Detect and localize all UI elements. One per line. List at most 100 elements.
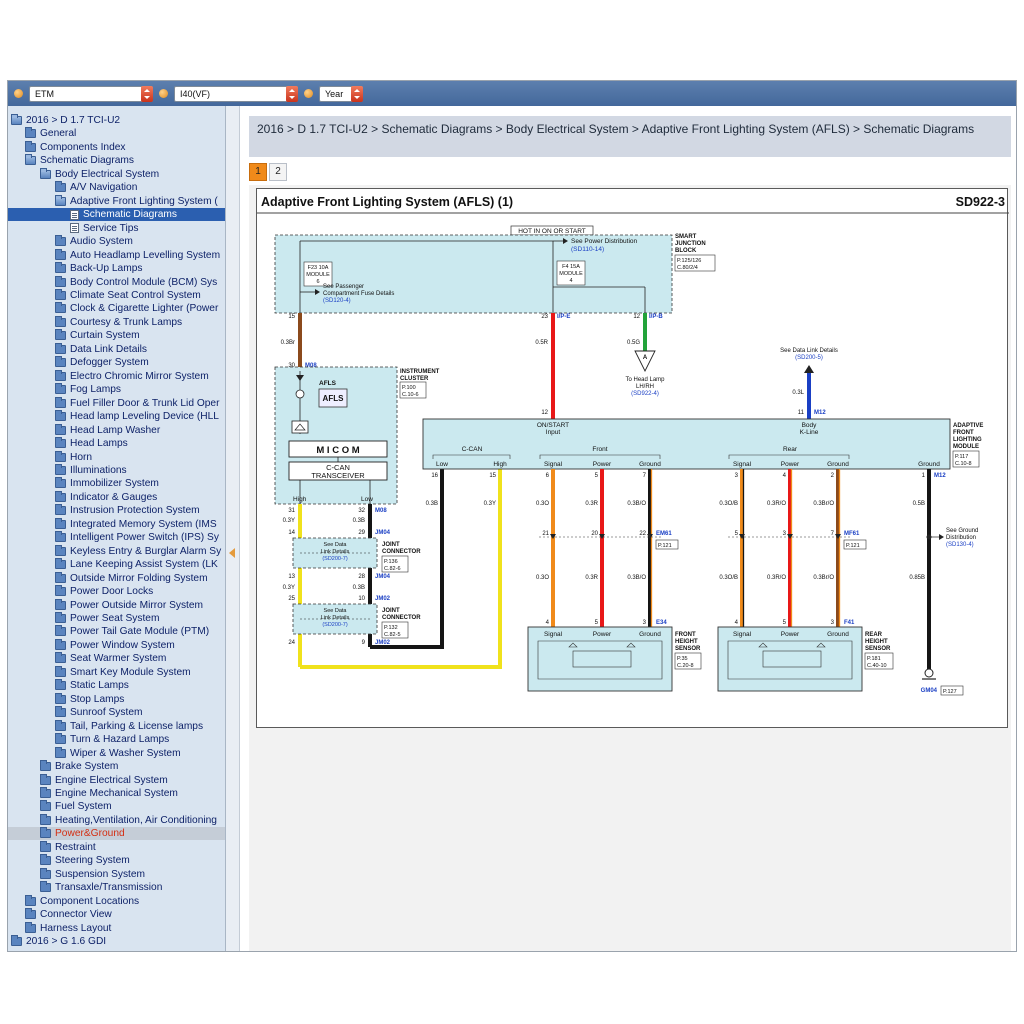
folder-icon <box>55 383 66 395</box>
wire-label: 0.3Br/O <box>813 501 834 507</box>
tree-item[interactable]: Courtesy & Trunk Lamps <box>55 315 225 329</box>
tree-item[interactable]: Integrated Memory System (IMS <box>55 517 225 531</box>
joint2-see-2: Link Details <box>321 615 350 621</box>
collapse-arrow-icon[interactable] <box>229 548 235 558</box>
tree-item[interactable]: Service Tips <box>70 222 225 235</box>
tree-item[interactable]: Engine Mechanical System <box>40 787 225 800</box>
tree-item[interactable]: Outside Mirror Folding System <box>55 571 225 585</box>
year-circle-icon <box>304 89 313 98</box>
tree-item[interactable]: Turn & Hazard Lamps <box>55 733 225 746</box>
pin-label: 1 <box>922 473 926 479</box>
tree-item[interactable]: Indicator & Gauges <box>55 490 225 504</box>
tree-item[interactable]: A/V Navigation <box>55 181 225 194</box>
tree-item[interactable]: Clock & Cigarette Lighter (Power <box>55 302 225 315</box>
afls-indicator-icon <box>318 388 348 408</box>
tree-item[interactable]: Curtain System <box>55 329 225 342</box>
tree-item[interactable]: Horn <box>55 450 225 464</box>
pin-label: 25 <box>288 596 295 602</box>
tree-item[interactable]: Auto Headlamp Levelling System <box>55 248 225 262</box>
tree-item[interactable]: 2016 > D 1.7 TCI-U2 <box>11 114 225 127</box>
tree-item[interactable]: Smart Key Module System <box>55 665 225 679</box>
tree-item[interactable]: Electro Chromic Mirror System <box>55 369 225 383</box>
tree-item[interactable]: Intelligent Power Switch (IPS) Sy <box>55 531 225 544</box>
tree-item[interactable]: Sunroof System <box>55 706 225 719</box>
document-icon <box>70 223 79 234</box>
tree-item[interactable]: Steering System <box>40 854 225 867</box>
tree-item[interactable]: Suspension System <box>40 867 225 881</box>
tree-item[interactable]: Defogger System <box>55 356 225 369</box>
tree-item[interactable]: Head lamp Leveling Device (HLL <box>55 410 225 423</box>
cluster-high-label: High <box>293 496 307 503</box>
tree-item-label: Data Link Details <box>70 343 148 355</box>
aflm-rear-ground: Ground <box>827 461 849 468</box>
headlamp-triangle-icon <box>634 350 656 373</box>
tree-item[interactable]: Components Index <box>25 140 225 154</box>
tree-item[interactable]: Brake System <box>40 760 225 773</box>
vehicle-select[interactable]: I40(VF) <box>174 85 298 102</box>
wire-label: 0.3L <box>792 390 804 396</box>
tree-item[interactable]: Wiper & Washer System <box>55 746 225 760</box>
year-select[interactable]: Year <box>319 85 363 102</box>
page-tab-1[interactable]: 1 <box>249 163 267 181</box>
rear-sensor-ref-2: C.40-10 <box>867 663 887 669</box>
tree-item[interactable]: Component Locations <box>25 894 225 908</box>
tree-item[interactable]: Adaptive Front Lighting System ( <box>55 194 225 208</box>
tree-item[interactable]: Head Lamps <box>55 437 225 450</box>
folder-icon <box>55 450 66 462</box>
front-sensor-power: Power <box>593 631 612 638</box>
tree-item[interactable]: General <box>25 127 225 140</box>
tree-item[interactable]: Power Seat System <box>55 612 225 625</box>
tree-item[interactable]: Schematic Diagrams <box>8 208 225 222</box>
tree-item[interactable]: Illuminations <box>55 463 225 477</box>
tree-item[interactable]: Fuel System <box>40 800 225 813</box>
wire-label: 0.3O/B <box>719 575 738 581</box>
tree-item[interactable]: Power Tail Gate Module (PTM) <box>55 625 225 638</box>
pin-label: 16 <box>431 473 438 479</box>
tree-item[interactable]: Connector View <box>25 908 225 921</box>
tree-item[interactable]: Head Lamp Washer <box>55 423 225 437</box>
tree-item[interactable]: Keyless Entry & Burglar Alarm Sy <box>55 544 225 558</box>
tree-item[interactable]: Fuel Filler Door & Trunk Lid Oper <box>55 396 225 410</box>
connector-label: GM04 <box>921 688 938 694</box>
tree-item[interactable]: Stop Lamps <box>55 692 225 706</box>
tree-item[interactable]: Transaxle/Transmission <box>40 881 225 894</box>
tree-item-label: Fuel Filler Door & Trunk Lid Oper <box>70 397 220 409</box>
front-sensor-ref-2: C.20-8 <box>677 663 694 669</box>
folder-icon <box>55 733 66 745</box>
wire-label: 0.3O <box>536 575 549 581</box>
model-type-select[interactable]: ETM <box>29 85 153 102</box>
instrument-cluster <box>274 366 398 505</box>
tree-item[interactable]: Restraint <box>40 840 225 854</box>
front-sensor-name-3: SENSOR <box>675 646 701 652</box>
page-tab-2[interactable]: 2 <box>269 163 287 181</box>
tree-item[interactable]: Power Door Locks <box>55 585 225 598</box>
tree-item[interactable]: Climate Seat Control System <box>55 288 225 302</box>
tree-item-label: Sunroof System <box>70 707 143 719</box>
tree-item[interactable]: Static Lamps <box>55 679 225 692</box>
tree-item[interactable]: Power Outside Mirror System <box>55 598 225 612</box>
transistor-box <box>291 420 309 434</box>
tree-item-label: Transaxle/Transmission <box>55 882 163 894</box>
tree-item[interactable]: Body Control Module (BCM) Sys <box>55 275 225 289</box>
tree-item[interactable]: Body Electrical System <box>40 167 225 181</box>
folder-open-icon <box>55 194 66 206</box>
tree-item[interactable]: Tail, Parking & License lamps <box>55 719 225 733</box>
tree-item[interactable]: Data Link Details <box>55 342 225 356</box>
tree-item[interactable]: Heating,Ventilation, Air Conditioning <box>40 813 225 827</box>
tree-item[interactable]: Schematic Diagrams <box>25 154 225 167</box>
tree-item[interactable]: Harness Layout <box>25 921 225 935</box>
tree-item[interactable]: Lane Keeping Assist System (LK <box>55 558 225 571</box>
tree-item[interactable]: Seat Warmer System <box>55 652 225 665</box>
tree-item[interactable]: 2016 > G 1.6 GDI <box>11 935 225 948</box>
rear-sensor-power: Power <box>781 631 800 638</box>
tree-item[interactable]: Audio System <box>55 235 225 248</box>
pane-splitter[interactable] <box>226 106 240 951</box>
tree-item[interactable]: Fog Lamps <box>55 383 225 396</box>
tree-item[interactable]: Instrusion Protection System <box>55 504 225 517</box>
tree-item[interactable]: Immobilizer System <box>55 477 225 490</box>
tree-item[interactable]: Power Window System <box>55 638 225 652</box>
tree-item[interactable]: Power&Ground <box>8 827 225 841</box>
rear-sensor-name-3: SENSOR <box>865 646 891 652</box>
tree-item[interactable]: Back-Up Lamps <box>55 262 225 275</box>
tree-item[interactable]: Engine Electrical System <box>40 773 225 787</box>
